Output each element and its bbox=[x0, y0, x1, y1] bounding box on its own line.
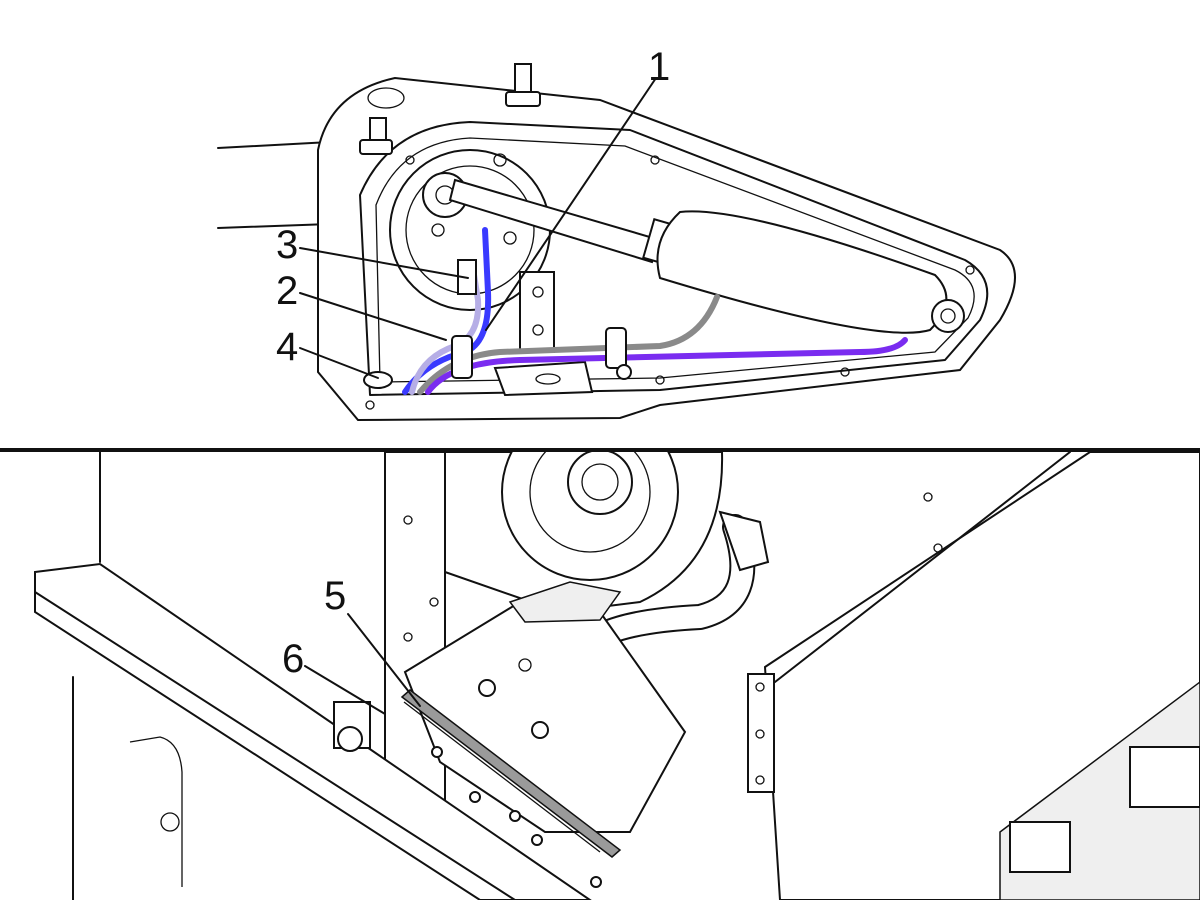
wiper-strip bbox=[400, 689, 622, 858]
wiper-screw-1 bbox=[431, 746, 443, 758]
leader-3 bbox=[299, 247, 469, 279]
top-nut-left bbox=[359, 139, 393, 155]
guard-rail bbox=[34, 562, 592, 900]
leader-1 bbox=[485, 77, 657, 331]
bottom-assembly-view: 5 6 bbox=[0, 452, 1200, 900]
frame-hole-6 bbox=[965, 265, 975, 275]
guard-rail-edge bbox=[34, 591, 516, 900]
leader-6 bbox=[304, 665, 386, 715]
spindle-nose bbox=[567, 452, 633, 515]
bracket-plate bbox=[519, 271, 555, 353]
bottom-assembly-drawing: 5 6 bbox=[34, 452, 1200, 900]
pulley-bolt-3 bbox=[493, 153, 507, 167]
wiper-edge bbox=[403, 701, 601, 853]
access-cover bbox=[129, 736, 183, 887]
cylinder-body bbox=[656, 210, 948, 334]
frame-hole-5 bbox=[840, 367, 850, 377]
spindle-bore bbox=[581, 463, 619, 501]
vertical-frame-column bbox=[384, 452, 446, 823]
cylinder-end-pin bbox=[931, 299, 965, 333]
callout-1: 1 bbox=[648, 45, 670, 89]
leader-2 bbox=[299, 292, 447, 341]
mounting-pad bbox=[493, 360, 594, 397]
enclosure-hole-1 bbox=[923, 492, 933, 502]
callout-6: 6 bbox=[282, 637, 304, 681]
enclosure-edge bbox=[774, 452, 1071, 683]
callout-2: 2 bbox=[276, 269, 298, 313]
head-hole bbox=[518, 658, 532, 672]
wiper-screw-4 bbox=[531, 834, 543, 846]
hose-clamp-left bbox=[451, 335, 473, 379]
frame-hole-1 bbox=[405, 155, 415, 165]
callout-3: 3 bbox=[276, 223, 298, 267]
slide-block bbox=[1009, 821, 1071, 873]
frame-hole-4 bbox=[655, 375, 665, 385]
hose-clamp-right bbox=[605, 327, 627, 369]
top-nut-right bbox=[505, 91, 541, 107]
pulley-bolt-2 bbox=[503, 231, 517, 245]
wiper-screw-3 bbox=[509, 810, 521, 822]
frame-hole-2 bbox=[650, 155, 660, 165]
callout-4: 4 bbox=[276, 325, 298, 369]
housing-inner-lip bbox=[375, 137, 975, 383]
flange-hole-1 bbox=[755, 682, 765, 692]
pulley-bolt-1 bbox=[431, 223, 445, 237]
shaft-line-upper bbox=[217, 141, 331, 149]
hose-gray bbox=[417, 294, 720, 395]
wiper-screw-2 bbox=[469, 791, 481, 803]
top-assembly-view: 1 3 2 4 bbox=[0, 0, 1200, 448]
mounting-pad-hole bbox=[535, 373, 561, 385]
enclosure-flange bbox=[747, 673, 775, 793]
access-cover-knob bbox=[160, 812, 180, 832]
hose-fitting bbox=[718, 510, 770, 572]
top-stud-right bbox=[514, 63, 532, 95]
bracket-bolt-1 bbox=[532, 286, 544, 298]
flange-hole-3 bbox=[755, 775, 765, 785]
head-screw-1 bbox=[478, 679, 496, 697]
clamp-screw-right bbox=[616, 364, 632, 380]
piston-rod bbox=[448, 178, 662, 264]
slide-carriage bbox=[1129, 746, 1200, 808]
column-hole-2 bbox=[403, 632, 413, 642]
hose-violet bbox=[425, 337, 908, 395]
enclosure-hole-2 bbox=[933, 543, 943, 553]
leader-4 bbox=[299, 347, 379, 379]
wiper-screw-5 bbox=[590, 876, 602, 888]
housing-boss bbox=[367, 87, 405, 109]
panel-divider bbox=[0, 448, 1200, 452]
spindle-flange bbox=[501, 452, 679, 581]
top-assembly-drawing: 1 3 2 4 bbox=[217, 45, 1016, 422]
callout-5: 5 bbox=[324, 574, 346, 618]
switch-knob bbox=[337, 726, 363, 752]
spindle-flange-inner bbox=[529, 452, 651, 553]
cylinder-end-bolt bbox=[940, 308, 956, 324]
head-screw-2 bbox=[531, 721, 549, 739]
head-block-top bbox=[508, 581, 622, 623]
frame-hole-3 bbox=[365, 400, 375, 410]
leader-5 bbox=[347, 613, 421, 707]
bracket-bolt-2 bbox=[532, 324, 544, 336]
column-hole-3 bbox=[429, 597, 439, 607]
flange-hole-2 bbox=[755, 729, 765, 739]
shaft-line-lower bbox=[217, 223, 331, 229]
column-hole-1 bbox=[403, 515, 413, 525]
housing-inner-frame bbox=[359, 121, 989, 396]
